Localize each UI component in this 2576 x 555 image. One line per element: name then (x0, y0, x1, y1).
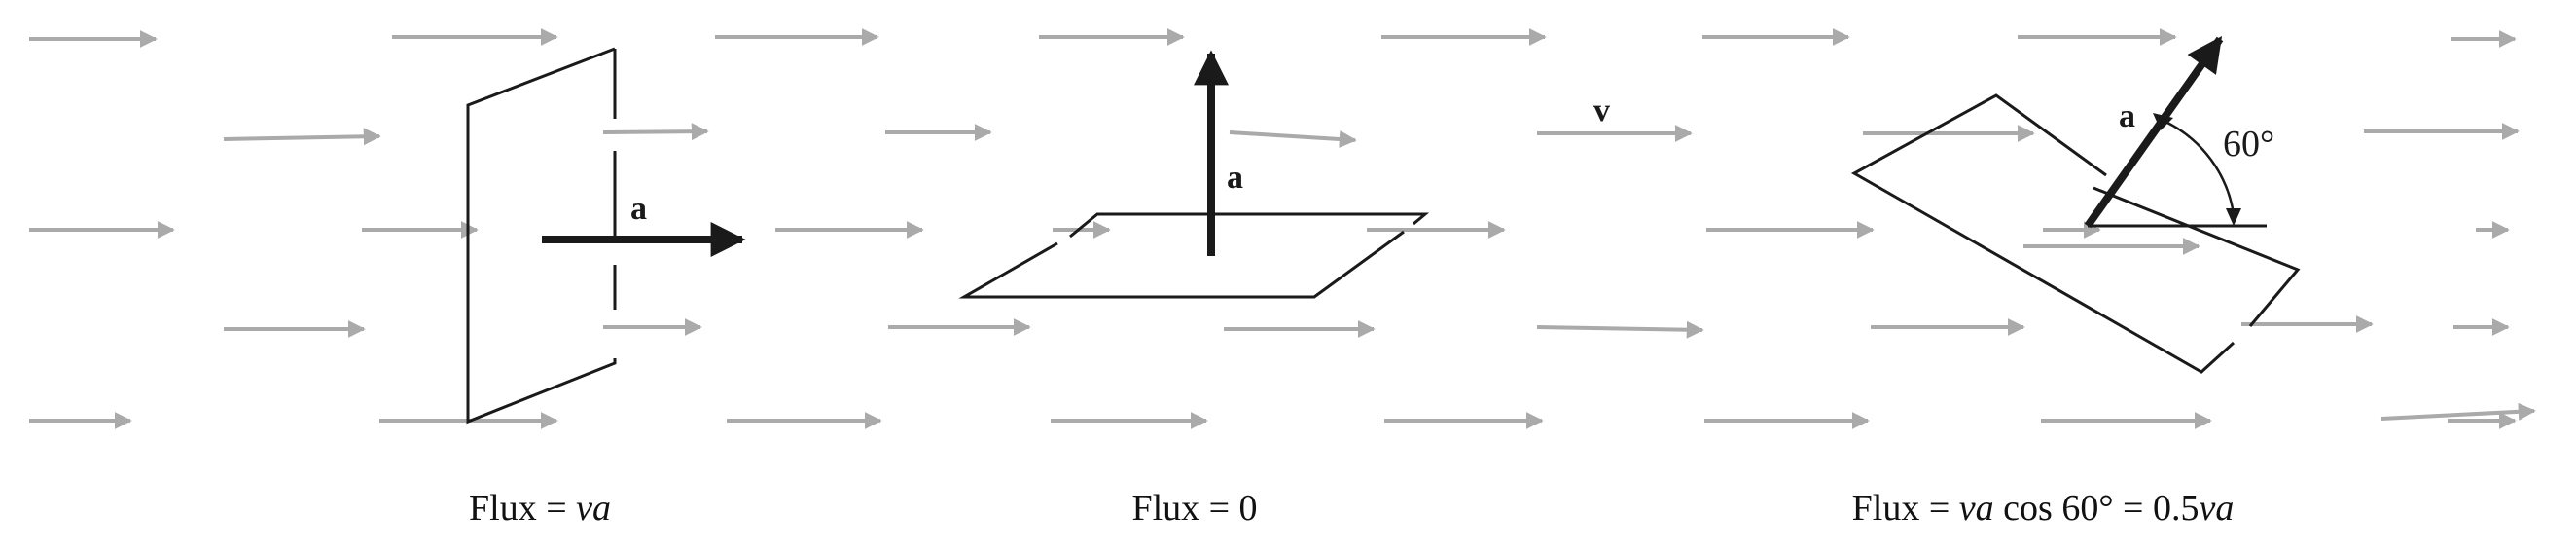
surface-sheet (1850, 93, 2301, 374)
caption-variable: va (576, 488, 611, 529)
flow-arrow (602, 123, 709, 141)
flow-arrow (1229, 130, 1357, 148)
caption-panel-2: Flux = 0 (1131, 487, 1257, 530)
caption-panel-1: Flux = va (469, 487, 611, 530)
caption-text: Flux = (469, 488, 577, 529)
caption-panel-3: Flux = va cos 60° = 0.5va (1852, 487, 2235, 530)
surface-sheet (466, 47, 617, 425)
angle-arc-head-top (2153, 113, 2173, 130)
angle-arc (2165, 120, 2236, 215)
caption-text: Flux = (1851, 488, 1959, 529)
angle-label: 60° (2223, 124, 2274, 165)
velocity-label: v (1593, 92, 1610, 129)
flow-arrow (2380, 402, 2536, 421)
caption-variable: va (1958, 488, 1994, 529)
angle-arc-head-bottom (2226, 208, 2241, 226)
velocity-field (29, 28, 2536, 429)
flow-arrow (1536, 320, 1704, 339)
caption-text-mid: cos 60° = 0.5 (1993, 488, 2200, 529)
area-vector-label: a (2119, 98, 2135, 134)
caption-text: Flux = 0 (1131, 488, 1258, 529)
caption-variable: va (2199, 488, 2235, 529)
area-vector-label: a (630, 191, 647, 227)
area-vector-arrow (2084, 36, 2224, 229)
panel-tilted: a 60° (1850, 36, 2301, 374)
surface-sheet (958, 212, 1430, 299)
flow-arrow (223, 128, 381, 146)
panel-parallel: a (958, 50, 1430, 299)
area-vector-label: a (1227, 160, 1243, 196)
panel-perpendicular: a (466, 47, 746, 425)
